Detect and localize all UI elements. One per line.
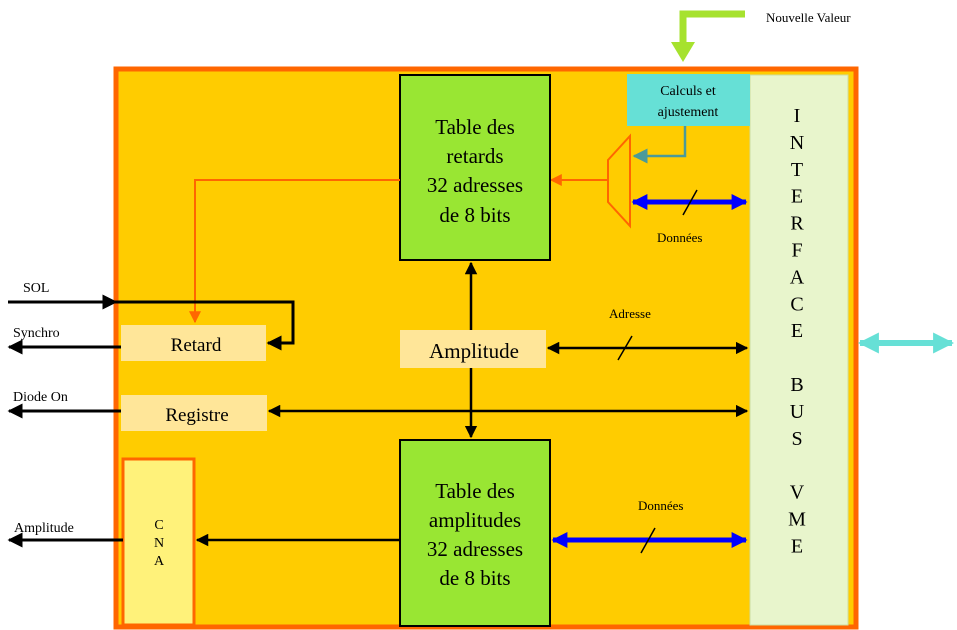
calc-label-1: Calculs et (660, 84, 716, 99)
cna-letters: CNA (154, 518, 165, 569)
table-amplitudes-line-2: amplitudes (429, 508, 521, 532)
amplitude-box (400, 330, 546, 368)
interface-letter-12: S (791, 428, 802, 450)
table-amplitudes-line-4: de 8 bits (439, 566, 510, 590)
cna-letter-0: C (154, 518, 163, 533)
cna-box (121, 457, 196, 627)
table-amplitudes-line-1: Table des (435, 479, 515, 503)
table-retards-line-2: retards (446, 144, 503, 168)
table-to-retard-line (189, 179, 400, 324)
table-retards-line-1: Table des (435, 115, 515, 139)
interface-letter-15: M (788, 509, 806, 531)
table-retards-line-3: 32 adresses (427, 173, 523, 197)
data-bus-top-label: Données (657, 230, 703, 245)
calc-label-2: ajustement (658, 105, 719, 120)
registre-box (121, 395, 267, 431)
interface-letter-1: N (790, 132, 804, 154)
interface-letter-7: C (790, 293, 803, 315)
data-bus-bottom-label: Données (638, 498, 684, 513)
interface-letter-3: E (791, 186, 803, 208)
interface-letter-4: R (790, 213, 804, 235)
interface-letter-11: U (790, 401, 805, 423)
interface-letter-10: B (790, 374, 803, 396)
data-bus-top-slash (682, 189, 698, 216)
new-value-label: Nouvelle Valeur (766, 10, 851, 25)
retard-label: Retard (171, 335, 222, 356)
interface-letter-2: T (791, 159, 803, 181)
interface-letter-14: V (790, 482, 805, 504)
table-retards (399, 74, 551, 261)
diode-on-label: Diode On (13, 390, 68, 405)
calc-to-mux-line (632, 126, 687, 164)
interface-letter-0: I (794, 105, 801, 127)
table-retards-line-4: de 8 bits (439, 203, 510, 227)
interface-bus-vme (749, 74, 849, 626)
sol-to-retard-line (116, 300, 295, 351)
data-bus-bottom-slash (640, 527, 656, 554)
amplitude-output-label: Amplitude (14, 521, 74, 536)
address-bus-label: Adresse (609, 306, 651, 321)
new-value-arrow (671, 10, 745, 62)
interface-letter-5: F (791, 240, 802, 262)
calc-box (627, 74, 750, 126)
interface-letter-6: A (790, 266, 805, 288)
synchro-label: Synchro (13, 326, 60, 341)
amplitude-label: Amplitude (429, 339, 519, 363)
table-amplitudes (399, 439, 551, 627)
address-bus-slash (617, 335, 633, 361)
registre-label: Registre (165, 405, 228, 426)
interface-letter-8: E (791, 320, 803, 342)
table-amplitudes-line-3: 32 adresses (427, 537, 523, 561)
interface-letter-16: E (791, 535, 803, 557)
mux-symbol (607, 133, 631, 229)
cna-letter-2: A (154, 554, 165, 569)
sol-label: SOL (23, 281, 49, 296)
cna-letter-1: N (154, 536, 164, 551)
retard-box (121, 325, 266, 361)
